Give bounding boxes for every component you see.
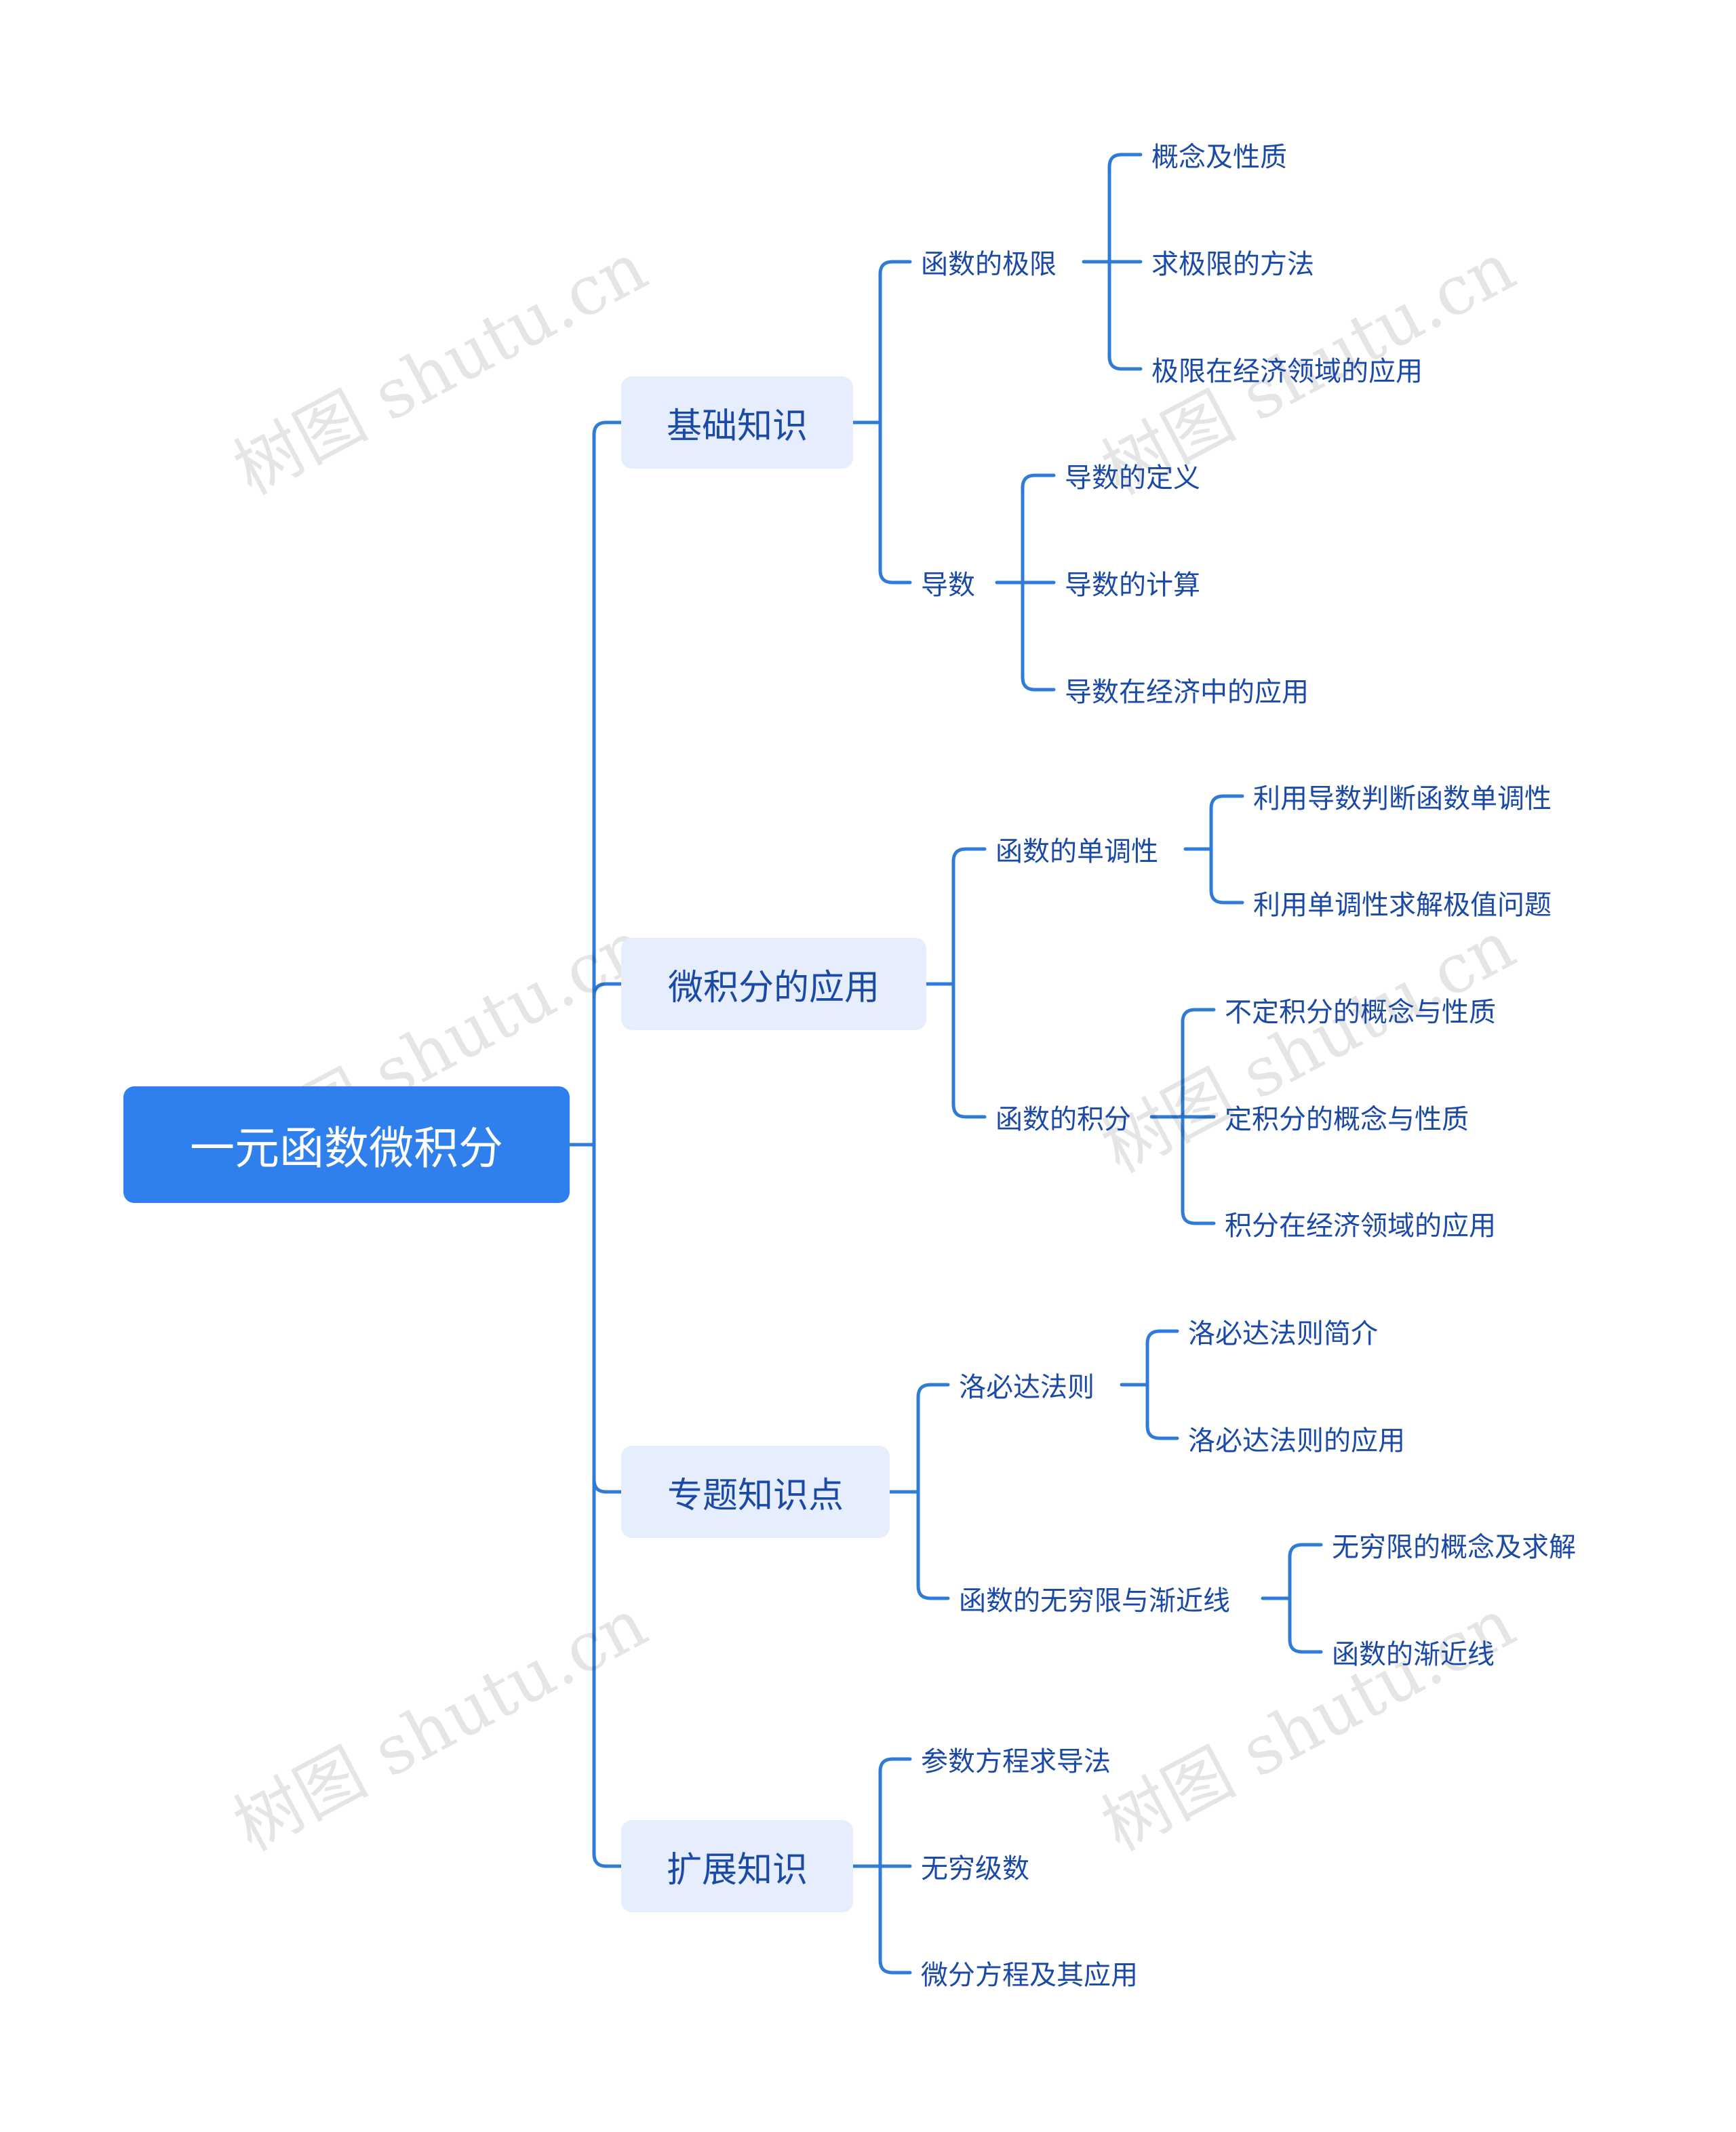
connector-line — [1145, 1424, 1179, 1440]
connector-line — [916, 1383, 950, 1399]
leaf-monotonicity-by-derivative[interactable]: 利用导数判断函数单调性 — [1253, 783, 1552, 814]
connector-line — [878, 568, 912, 585]
branch-special-topics[interactable]: 专题知识点 — [621, 1446, 890, 1538]
connector-line — [878, 1757, 912, 1773]
connector-line — [1107, 355, 1143, 371]
topic-integral[interactable]: 函数的积分 — [995, 1104, 1131, 1135]
connector-line — [1145, 1329, 1179, 1345]
root-node[interactable]: 一元函数微积分 — [123, 1086, 570, 1203]
connector-line — [916, 1584, 950, 1600]
connector-line — [1107, 153, 1143, 169]
connector-line — [592, 420, 623, 437]
topic-monotonicity[interactable]: 函数的单调性 — [995, 836, 1158, 867]
connector-line — [1209, 794, 1244, 810]
leaf-limit-economics[interactable]: 极限在经济领域的应用 — [1151, 356, 1423, 387]
connector-line — [1288, 1543, 1323, 1559]
branch-basic-knowledge[interactable]: 基础知识 — [621, 376, 853, 469]
topic-infinite-series[interactable]: 无穷级数 — [921, 1853, 1029, 1884]
leaf-integral-economics[interactable]: 积分在经济领域的应用 — [1225, 1210, 1496, 1242]
connector-line — [592, 1852, 623, 1868]
connector-line — [878, 1958, 912, 1975]
leaf-asymptote[interactable]: 函数的渐近线 — [1332, 1639, 1495, 1670]
connector-line — [878, 260, 912, 276]
connector-line — [1209, 888, 1244, 905]
leaf-infinite-limit-concept[interactable]: 无穷限的概念及求解 — [1332, 1532, 1576, 1563]
connector-line — [1021, 473, 1056, 490]
branch-extended-knowledge[interactable]: 扩展知识 — [621, 1820, 853, 1912]
topic-lhopital[interactable]: 洛必达法则 — [959, 1372, 1094, 1403]
leaf-limit-concept[interactable]: 概念及性质 — [1151, 142, 1287, 173]
topic-infinite-limit-asymptote[interactable]: 函数的无穷限与渐近线 — [959, 1585, 1230, 1617]
leaf-extremum-by-monotonicity[interactable]: 利用单调性求解极值问题 — [1253, 890, 1552, 921]
leaf-indefinite-integral[interactable]: 不定积分的概念与性质 — [1225, 997, 1496, 1028]
connector-line — [592, 1478, 623, 1494]
topic-derivative[interactable]: 导数 — [921, 570, 975, 601]
connector-line — [1288, 1638, 1323, 1654]
topic-differential-equations[interactable]: 微分方程及其应用 — [921, 1960, 1138, 1991]
connector-line — [1181, 1209, 1216, 1225]
leaf-derivative-definition[interactable]: 导数的定义 — [1065, 462, 1200, 494]
leaf-derivative-economics[interactable]: 导数在经济中的应用 — [1065, 677, 1309, 708]
connector-line — [592, 982, 623, 998]
branch-calculus-application[interactable]: 微积分的应用 — [621, 938, 926, 1030]
leaf-lhopital-application[interactable]: 洛必达法则的应用 — [1188, 1425, 1405, 1457]
connector-line — [951, 1103, 987, 1119]
topic-function-limit[interactable]: 函数的极限 — [921, 249, 1057, 280]
leaf-definite-integral[interactable]: 定积分的概念与性质 — [1225, 1104, 1469, 1135]
connector-line — [1181, 1008, 1216, 1024]
connector-line — [951, 847, 987, 863]
leaf-lhopital-intro[interactable]: 洛必达法则简介 — [1188, 1318, 1378, 1349]
connector-line — [1021, 675, 1056, 692]
leaf-derivative-calculation[interactable]: 导数的计算 — [1065, 570, 1200, 601]
leaf-limit-methods[interactable]: 求极限的方法 — [1151, 249, 1314, 280]
topic-parametric-derivative[interactable]: 参数方程求导法 — [921, 1746, 1111, 1777]
